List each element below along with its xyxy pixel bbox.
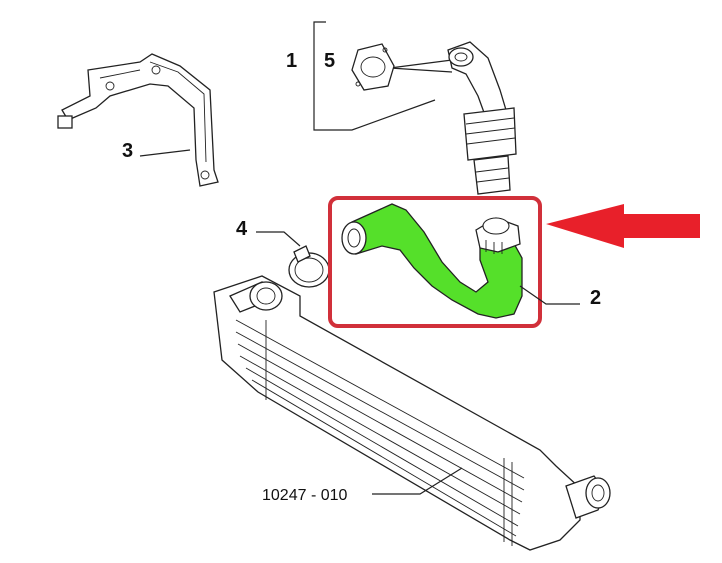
callout-4-leader [256,231,301,247]
bracket [57,53,219,187]
intercooler [213,275,611,551]
callout-2: 2 [590,287,601,309]
upper-pipe [447,41,517,195]
callout-1-leader [313,21,453,131]
callout-3: 3 [122,140,133,162]
callout-1: 1 [286,50,297,72]
reference-number: 10247 - 010 [262,487,348,504]
highlight-box [328,196,542,328]
highlight-arrow [546,204,700,248]
callout-3-leader [139,149,191,157]
highlighted-hose [341,203,523,319]
hose-inlet [341,221,367,255]
callout-4: 4 [236,218,248,240]
callout-5: 5 [324,50,335,72]
pipe-flange [448,47,474,67]
clamp [288,245,330,288]
gasket [351,43,395,91]
callout-2-leader [519,285,580,305]
reference-leader [372,467,463,495]
